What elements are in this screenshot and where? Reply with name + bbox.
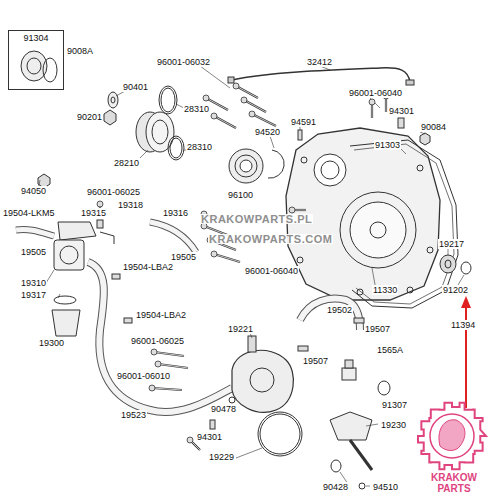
watermark: KRAKOWPARTS.COM	[208, 234, 333, 244]
callout-number: 19523	[120, 410, 147, 420]
bolt	[369, 99, 375, 118]
callout-number: 19318	[117, 200, 144, 210]
callout-number: 96001-06040	[244, 266, 299, 276]
bolt	[233, 83, 258, 98]
callout-number: 90478	[210, 404, 237, 414]
callout-number: 19230	[380, 420, 407, 430]
bolt	[249, 111, 276, 126]
red-arrow	[461, 296, 471, 408]
bolt	[149, 385, 182, 391]
callout-number: 19504-LKM5	[2, 208, 56, 218]
callout-number: 19221	[227, 324, 254, 334]
callout-number: 96001-06025	[130, 336, 185, 346]
leader-lines	[38, 50, 464, 486]
callout-number: 94050	[20, 186, 47, 196]
callout-number: 11330	[372, 285, 398, 295]
callout-number: 94520	[254, 127, 281, 137]
callout-number: 19505	[20, 247, 47, 257]
callout-number: 1565A	[376, 345, 404, 355]
part-group-box: 91304	[8, 30, 64, 90]
callout-number: 28210	[113, 158, 140, 168]
callout-number: 90401	[122, 82, 149, 92]
bolt	[151, 349, 184, 356]
callout-number: 19507	[302, 356, 329, 366]
callout-number: 19315	[80, 208, 107, 218]
bolt	[155, 361, 188, 368]
callout-number: 91304	[9, 31, 63, 43]
logo-text: KRAKOW PARTS	[418, 472, 490, 494]
callout-number: 19504-LBA2	[122, 262, 174, 272]
callout-number: 96001-06040	[348, 88, 403, 98]
callout-number: 19300	[38, 338, 65, 348]
callout-number: 96001-06010	[116, 371, 171, 381]
callout-number: 19217	[438, 239, 465, 249]
callout-number: 28310	[186, 142, 213, 152]
callout-number: 90084	[420, 122, 447, 132]
callout-number: 19502	[326, 305, 353, 315]
callout-number: 96001-06032	[156, 57, 211, 67]
callout-number: 9008A	[66, 46, 94, 56]
callout-number: 91303	[374, 140, 401, 150]
bolt	[241, 97, 266, 112]
callout-number: 90428	[322, 482, 349, 492]
callout-number: 19316	[162, 208, 189, 218]
callout-number: 94301	[388, 106, 415, 116]
watermark: KRAKOWPARTS.PL	[200, 214, 313, 224]
callout-number: 32412	[306, 57, 333, 67]
callout-number: 91202	[442, 285, 469, 295]
callout-number: 19310	[20, 278, 47, 288]
bolt	[289, 207, 306, 213]
callout-number: 94591	[290, 117, 317, 127]
callout-number: 19229	[208, 452, 235, 462]
callout-number: 90201	[76, 112, 103, 122]
bolt	[211, 113, 236, 128]
callout-number: 96001-06025	[86, 187, 141, 197]
callout-number: 96100	[227, 190, 254, 200]
parts	[16, 51, 471, 489]
callout-number: 19317	[20, 290, 47, 300]
bolts	[97, 83, 389, 450]
callout-number: 91307	[381, 400, 408, 410]
callout-number: 94510	[372, 482, 399, 492]
callout-number: 19504-LBA2	[135, 310, 187, 320]
callout-number: 11394	[450, 320, 476, 330]
logo-gear	[418, 403, 486, 469]
bolt	[211, 251, 240, 262]
callout-number: 19505	[170, 252, 197, 262]
callout-number: 28310	[183, 104, 210, 114]
callout-number: 94301	[196, 432, 223, 442]
callout-number: 19507	[364, 324, 391, 334]
